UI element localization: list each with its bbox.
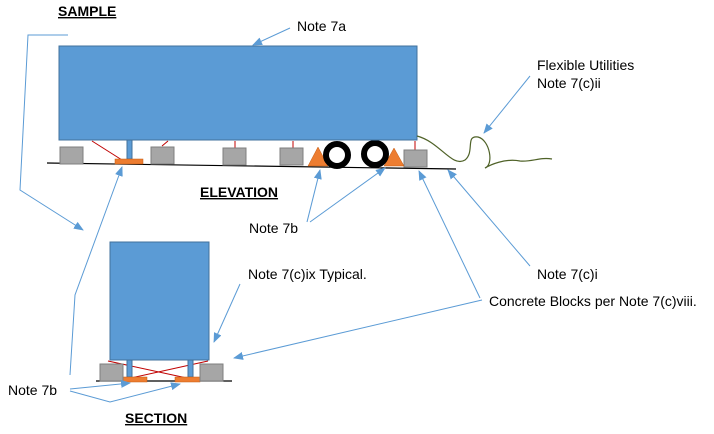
note-7cix-leader <box>213 283 241 343</box>
callouts: Note 7a Flexible Utilities Note 7(c)ii N… <box>8 18 697 403</box>
tie-down-strap <box>161 140 169 147</box>
anchor-pad <box>114 158 144 165</box>
concrete-blocks-leader <box>418 170 481 299</box>
flexible-utilities-label-line2: Note 7(c)ii <box>537 75 601 91</box>
concrete-blocks-label: Concrete Blocks per Note 7(c)viii. <box>489 293 697 309</box>
note-7b-section-label: Note 7b <box>8 382 57 398</box>
concrete-block <box>403 149 428 168</box>
note-7b-elevation-leader <box>309 167 386 223</box>
wheel <box>323 141 351 169</box>
pier-post <box>126 359 133 378</box>
pier-post <box>126 139 133 160</box>
note-7b-elevation-leader <box>306 169 322 223</box>
elevation-label: ELEVATION <box>200 184 278 200</box>
section-view: SECTION <box>96 241 232 426</box>
elevation-view: ELEVATION <box>46 45 553 200</box>
wheel-chock <box>307 146 329 167</box>
section-label: SECTION <box>125 410 187 426</box>
flexible-utilities-leader <box>483 75 531 134</box>
concrete-block <box>222 147 247 166</box>
sample-bracket-leader <box>19 34 84 231</box>
concrete-block <box>150 146 175 165</box>
pier-post <box>187 359 194 378</box>
note-7ci-leader <box>447 169 531 267</box>
concrete-block <box>99 363 124 382</box>
note-7a-leader <box>252 27 291 46</box>
note-7b-section-leader <box>69 382 181 403</box>
concrete-block <box>279 147 304 166</box>
anchor-pad <box>174 376 201 383</box>
concrete-block <box>199 363 224 382</box>
structure-section-box <box>109 241 210 361</box>
wheel-chock <box>383 147 405 167</box>
anchor-pad <box>121 376 148 383</box>
flexible-utilities-label-line1: Flexible Utilities <box>537 57 634 73</box>
note-7b-section-leader <box>69 166 123 376</box>
note-7a-label: Note 7a <box>297 18 346 34</box>
concrete-block <box>59 146 84 165</box>
structure-elevation-box <box>58 45 418 141</box>
tie-down-strap <box>91 140 123 161</box>
note-7b-elevation-label: Note 7b <box>249 220 298 236</box>
note-7b-section-leader <box>69 379 131 390</box>
sample-title: SAMPLE <box>58 3 116 19</box>
note-7cix-label: Note 7(c)ix Typical. <box>248 266 367 282</box>
wheel <box>361 140 389 168</box>
note-7ci-label: Note 7(c)i <box>537 266 598 282</box>
concrete-blocks-leader <box>233 299 483 360</box>
flexible-utility-line <box>416 135 553 169</box>
